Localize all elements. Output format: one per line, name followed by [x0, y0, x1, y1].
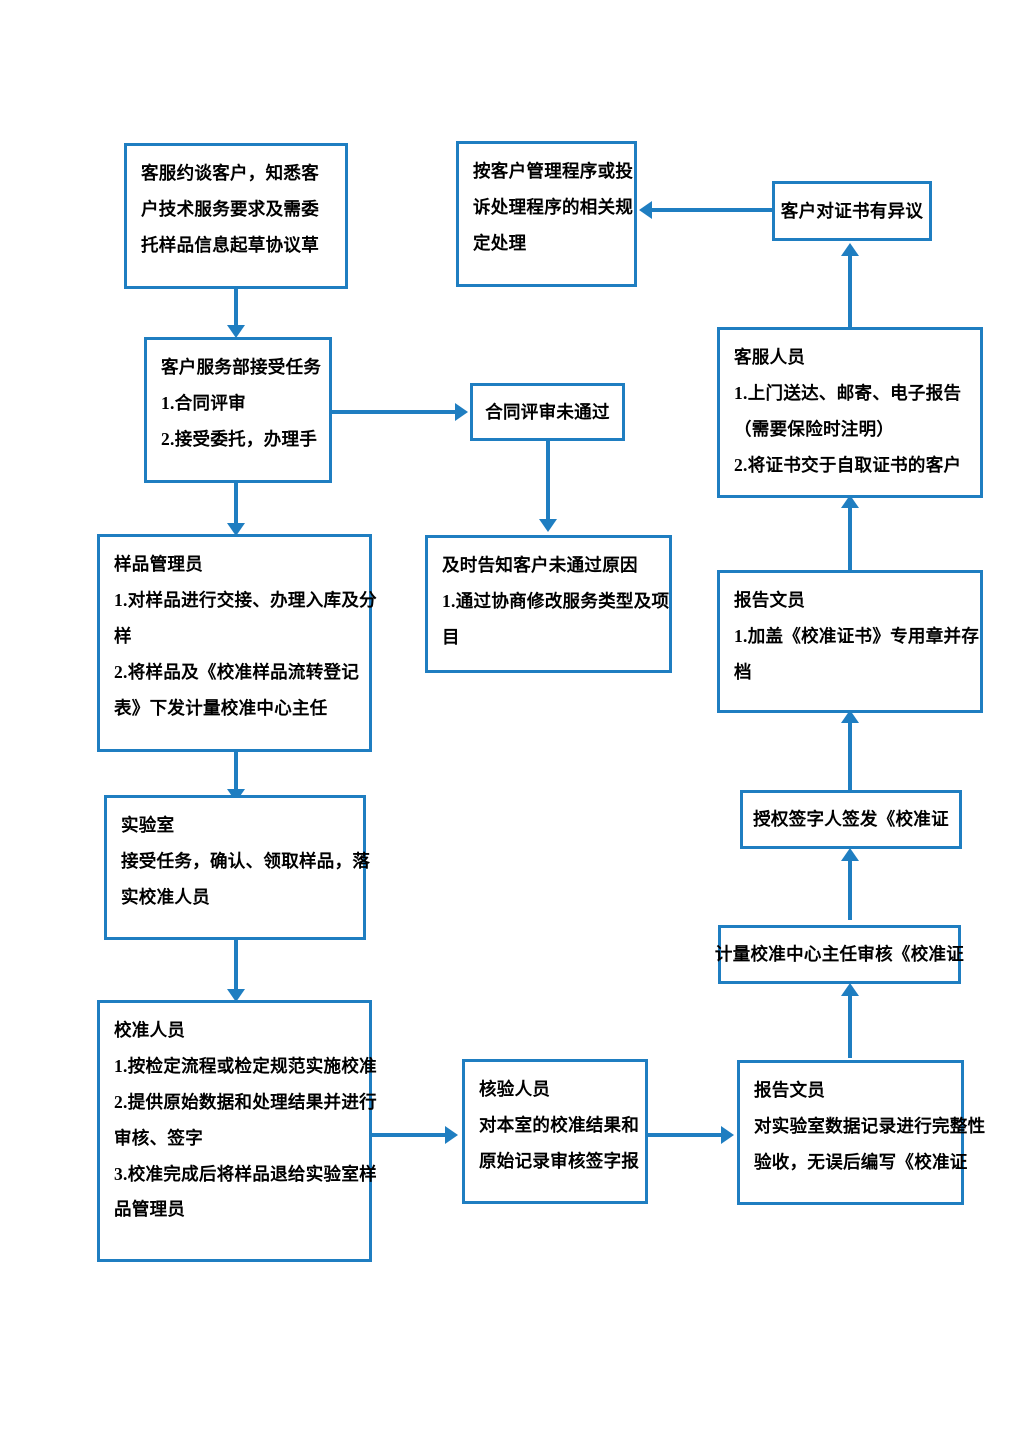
arrowhead-n15-to-n14 — [841, 983, 859, 996]
node-contract-review-failed[interactable]: 合同评审未通过 — [470, 383, 625, 441]
node-line: 合同评审未通过 — [485, 401, 610, 422]
node-report-clerk-data-check[interactable]: 报告文员 对实验室数据记录进行完整性 验收，无误后编写《校准证 — [737, 1060, 986, 1205]
node-line: 档 — [734, 661, 752, 682]
node-line: 原始记录审核签字报 — [479, 1150, 640, 1171]
node-customer-objection-to-certificate[interactable]: 客户对证书有异议 — [772, 181, 932, 241]
node-authorized-signatory-issue[interactable]: 授权签字人签发《校准证 — [740, 790, 962, 849]
arrowhead-n2-to-n3 — [227, 523, 245, 536]
connector-n14-to-n13 — [848, 858, 852, 920]
node-sample-manager[interactable]: 样品管理员 1.对样品进行交接、办理入库及分 样 2.将样品及《校准样品流转登记… — [97, 534, 377, 752]
node-line: 表》下发计量校准中心主任 — [114, 697, 328, 718]
arrowhead-n5-to-n9 — [445, 1126, 458, 1144]
node-calibration-personnel[interactable]: 校准人员 1.按检定流程或检定规范实施校准 2.提供原始数据和处理结果并进行 审… — [97, 1000, 377, 1262]
node-line: 审核、签字 — [114, 1127, 203, 1148]
connector-n4-to-n5 — [234, 940, 238, 995]
node-complaint-handling[interactable]: 按客户管理程序或投 诉处理程序的相关规 定处理 — [456, 141, 637, 287]
node-line: 授权签字人签发《校准证 — [753, 809, 949, 830]
node-line: 报告文员 — [734, 590, 806, 610]
node-line: 1.加盖《校准证书》专用章并存 — [734, 625, 980, 646]
node-line: （需要保险时注明） — [734, 418, 895, 439]
node-line: 对实验室数据记录进行完整性 — [754, 1115, 986, 1136]
node-customer-service-staff-delivery[interactable]: 客服人员 1.上门送达、邮寄、电子报告 （需要保险时注明） 2.将证书交于自取证… — [717, 327, 983, 498]
arrowhead-n14-to-n13 — [841, 848, 859, 861]
node-laboratory[interactable]: 实验室 接受任务，确认、领取样品，落 实校准人员 — [104, 795, 371, 940]
node-line: 验收，无误后编写《校准证 — [754, 1151, 968, 1172]
node-line: 目 — [442, 626, 460, 647]
connector-n2-to-n7 — [332, 410, 458, 414]
node-line: 1.对样品进行交接、办理入库及分 — [114, 589, 377, 610]
node-customer-service-interview[interactable]: 客服约谈客户，知悉客 户技术服务要求及需委 托样品信息起草协议草 — [124, 143, 348, 289]
node-line: 按客户管理程序或投 — [473, 161, 634, 181]
node-line: 1.按检定流程或检定规范实施校准 — [114, 1055, 377, 1076]
arrowhead-n7-to-n8 — [539, 519, 557, 532]
connector-n15-to-n14 — [848, 993, 852, 1058]
node-line: 对本室的校准结果和 — [479, 1114, 640, 1135]
node-line: 托样品信息起草协议草 — [141, 234, 319, 255]
connector-n13-to-n12 — [848, 720, 852, 790]
node-line: 实校准人员 — [121, 886, 210, 907]
arrowhead-n1-to-n2 — [227, 325, 245, 338]
node-line: 样 — [114, 625, 132, 646]
node-line: 校准人员 — [114, 1020, 186, 1040]
connector-n1-to-n2 — [234, 288, 238, 330]
connector-n7-to-n8 — [546, 441, 550, 525]
node-line: 2.提供原始数据和处理结果并进行 — [114, 1091, 377, 1112]
node-customer-service-accept-task[interactable]: 客户服务部接受任务 1.合同评审 2.接受委托，办理手 — [144, 337, 332, 483]
node-line: 实验室 — [121, 815, 175, 835]
node-line: 品管理员 — [114, 1199, 186, 1220]
node-line: 定处理 — [473, 232, 527, 253]
node-line: 2.将样品及《校准样品流转登记 — [114, 661, 360, 682]
node-line: 报告文员 — [754, 1080, 826, 1100]
node-line: 客服人员 — [734, 347, 806, 367]
node-line: 1.上门送达、邮寄、电子报告 — [734, 382, 962, 403]
connector-n5-to-n9 — [372, 1133, 448, 1137]
node-line: 1.合同评审 — [161, 392, 246, 413]
node-line: 客户对证书有异议 — [780, 200, 924, 221]
node-line: 样品管理员 — [114, 554, 203, 574]
node-line: 核验人员 — [479, 1079, 551, 1099]
node-line: 3.校准完成后将样品退给实验室样 — [114, 1163, 377, 1184]
node-notify-customer-failure-reason[interactable]: 及时告知客户未通过原因 1.通过协商修改服务类型及项 目 — [425, 535, 672, 673]
node-line: 接受任务，确认、领取样品，落 — [121, 850, 371, 871]
connector-n12-to-n11 — [848, 505, 852, 570]
connector-n3-to-n4 — [234, 752, 238, 795]
connector-n10-to-n6 — [652, 208, 774, 212]
connector-n11-to-n10 — [848, 253, 852, 327]
node-center-director-review[interactable]: 计量校准中心主任审核《校准证 — [714, 925, 965, 984]
node-line: 2.将证书交于自取证书的客户 — [734, 454, 962, 475]
node-line: 客服约谈客户，知悉客 — [141, 163, 319, 183]
connector-n2-to-n3 — [234, 483, 238, 529]
arrowhead-n4-to-n5 — [227, 989, 245, 1002]
arrowhead-n2-to-n7 — [455, 403, 468, 421]
node-report-clerk-seal[interactable]: 报告文员 1.加盖《校准证书》专用章并存 档 — [717, 570, 983, 713]
node-line: 计量校准中心主任审核《校准证 — [714, 944, 965, 965]
arrowhead-n10-to-n6 — [639, 201, 652, 219]
node-line: 客户服务部接受任务 — [161, 357, 322, 377]
node-line: 户技术服务要求及需委 — [141, 198, 319, 219]
arrowhead-n12-to-n11 — [841, 495, 859, 508]
arrowhead-n13-to-n12 — [841, 710, 859, 723]
node-line: 诉处理程序的相关规 — [473, 196, 634, 217]
arrowhead-n9-to-n15 — [721, 1126, 734, 1144]
node-line: 1.通过协商修改服务类型及项 — [442, 590, 670, 611]
node-line: 及时告知客户未通过原因 — [442, 555, 638, 575]
connector-n9-to-n15 — [648, 1133, 724, 1137]
node-verification-personnel[interactable]: 核验人员 对本室的校准结果和 原始记录审核签字报 — [462, 1059, 648, 1204]
arrowhead-n11-to-n10 — [841, 243, 859, 256]
node-line: 2.接受委托，办理手 — [161, 428, 318, 449]
